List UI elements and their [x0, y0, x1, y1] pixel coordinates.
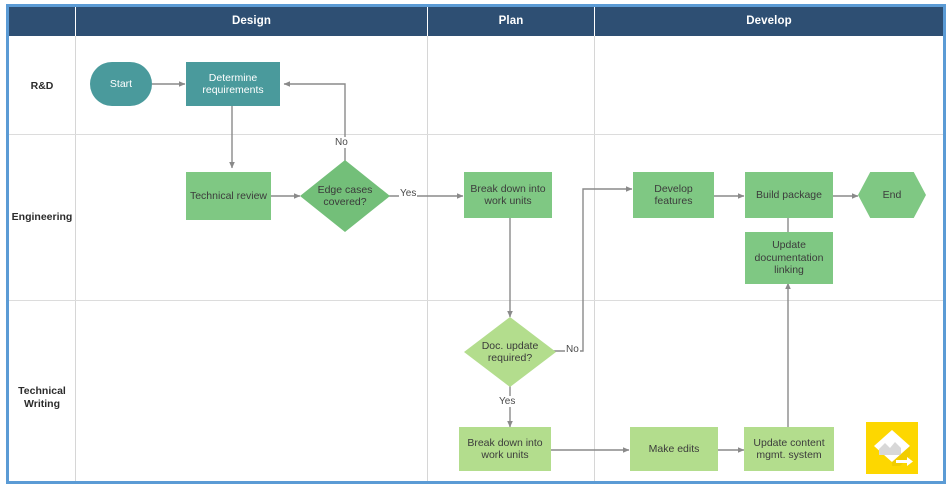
node-update-documentation-linking[interactable]: Update documentation linking	[745, 232, 833, 284]
lucidchart-logo[interactable]	[866, 422, 918, 474]
node-make-edits[interactable]: Make edits	[630, 427, 718, 471]
node-update-content-mgmt-system[interactable]: Update content mgmt. system	[744, 427, 834, 471]
node-edge-cases-covered[interactable]: Edge cases covered?	[300, 160, 390, 232]
connector-edge-cases-no-loopback	[283, 81, 346, 167]
lane-label-rd[interactable]: R&D	[30, 80, 54, 92]
swimlane-header-band: Design Plan Develop	[9, 7, 943, 36]
header-divider-2	[427, 7, 428, 36]
node-determine-requirements[interactable]: Determine requirements	[186, 62, 280, 106]
lane-label-divider	[75, 36, 76, 481]
edge-label-edge-cases-yes: Yes	[399, 188, 418, 199]
node-develop-features[interactable]: Develop features	[633, 172, 714, 218]
column-header-design[interactable]: Design	[232, 15, 271, 27]
edge-label-doc-update-yes: Yes	[498, 396, 517, 407]
node-end[interactable]: End	[858, 172, 926, 218]
doc-update-diamond-shape	[464, 317, 556, 387]
column-header-develop[interactable]: Develop	[746, 15, 792, 27]
edge-label-edge-cases-no: No	[334, 137, 349, 148]
node-edge-cases-covered-label: Edge cases covered?	[317, 183, 373, 209]
node-doc-update-required[interactable]: Doc. update required?	[464, 317, 556, 387]
header-divider-1	[75, 7, 76, 36]
node-technical-review[interactable]: Technical review	[186, 172, 271, 220]
node-doc-update-required-label: Doc. update required?	[481, 339, 539, 365]
connector-doc-update-no-to-develop-features	[551, 186, 633, 352]
edge-label-doc-update-no: No	[565, 344, 580, 355]
column-divider-plan-develop	[594, 36, 595, 481]
lane-divider-engineering-techwriting	[9, 300, 943, 301]
header-divider-3	[594, 7, 595, 36]
lane-label-engineering[interactable]: Engineering	[11, 211, 73, 223]
lucidchart-logo-glyph	[874, 430, 913, 466]
lane-label-technical-writing-line1: Technical	[18, 385, 66, 397]
node-start[interactable]: Start	[90, 62, 152, 106]
lane-label-technical-writing-line2: Writing	[24, 398, 60, 410]
lane-label-technical-writing[interactable]: Technical Writing	[9, 385, 75, 411]
node-break-down-work-units-plan[interactable]: Break down into work units	[464, 172, 552, 218]
node-build-package[interactable]: Build package	[745, 172, 833, 218]
column-header-plan[interactable]: Plan	[498, 15, 524, 27]
node-break-down-work-units-techwriting[interactable]: Break down into work units	[459, 427, 551, 471]
column-divider-design-plan	[427, 36, 428, 481]
edge-cases-diamond-shape	[300, 160, 390, 232]
lane-divider-rd-engineering	[9, 134, 943, 135]
